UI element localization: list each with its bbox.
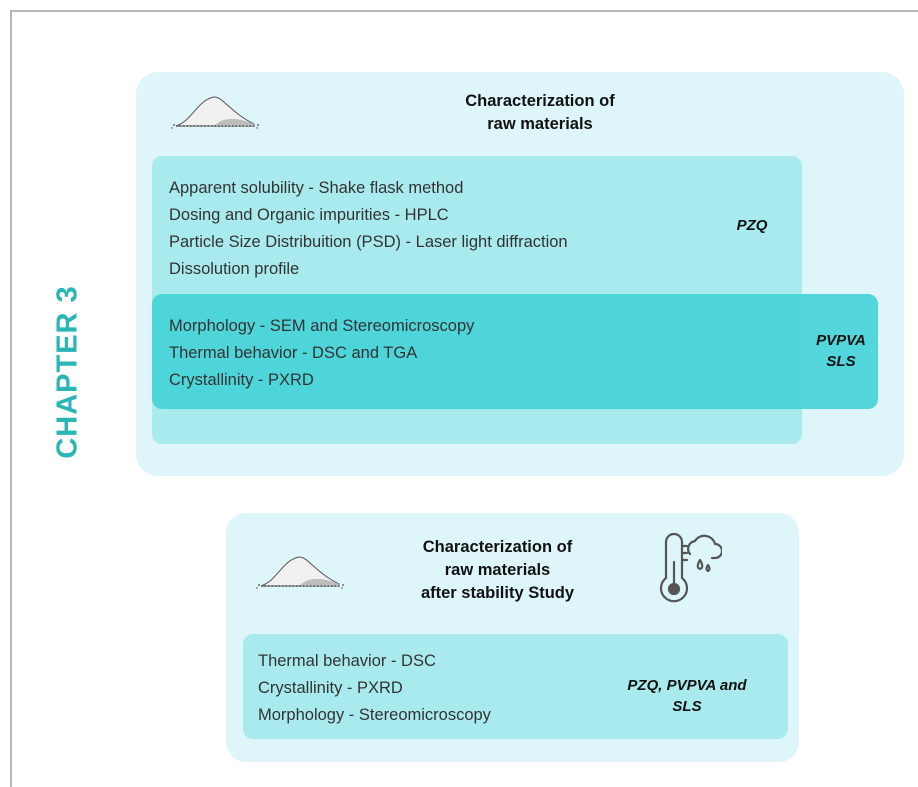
stability-tag-line1: PZQ, PVPVA and — [627, 677, 747, 694]
raw-materials-title-line1: Characterization of — [465, 92, 615, 110]
pvpva-tag-line1: PVPVA — [816, 332, 866, 349]
thermometer-humidity-icon — [659, 532, 722, 603]
raw-materials-title: Characterization of raw materials — [430, 90, 650, 136]
pzq-item-dosing: Dosing and Organic impurities - HPLC — [169, 206, 449, 224]
pvpva-sls-tag: PVPVA SLS — [806, 330, 876, 372]
raw-materials-title-line2: raw materials — [487, 115, 593, 133]
pvpva-tag-line2: SLS — [826, 353, 856, 370]
shared-item-morphology: Morphology - SEM and Stereomicroscopy — [169, 317, 475, 335]
pzq-item-solubility: Apparent solubility - Shake flask method — [169, 179, 464, 197]
shared-item-crystallinity: Crystallinity - PXRD — [169, 371, 314, 389]
stability-item-morphology: Morphology - Stereomicroscopy — [258, 706, 491, 724]
stability-title-line2: raw materials — [444, 561, 551, 579]
stability-tag: PZQ, PVPVA and SLS — [598, 675, 776, 717]
chapter-label-text: CHAPTER 3 — [51, 285, 84, 459]
frame-left-border — [10, 10, 12, 787]
powder-pile-icon — [171, 96, 259, 129]
shared-analyses-box — [152, 294, 878, 409]
stability-item-crystallinity: Crystallinity - PXRD — [258, 679, 403, 697]
stability-item-thermal: Thermal behavior - DSC — [258, 652, 436, 670]
pzq-item-psd: Particle Size Distribuition (PSD) - Lase… — [169, 233, 568, 251]
stability-title-line3: after stability Study — [420, 584, 575, 602]
frame-top-border — [10, 10, 918, 12]
pzq-tag: PZQ — [736, 217, 768, 234]
stability-tag-line2: SLS — [672, 698, 702, 715]
stability-analyses-box — [243, 634, 788, 739]
stability-title-line1: Characterization of — [422, 538, 573, 556]
stability-title: Characterization of raw materials after … — [385, 536, 610, 605]
powder-pile-icon — [256, 556, 344, 589]
shared-item-thermal: Thermal behavior - DSC and TGA — [169, 344, 418, 362]
pzq-item-dissolution: Dissolution profile — [169, 260, 300, 278]
